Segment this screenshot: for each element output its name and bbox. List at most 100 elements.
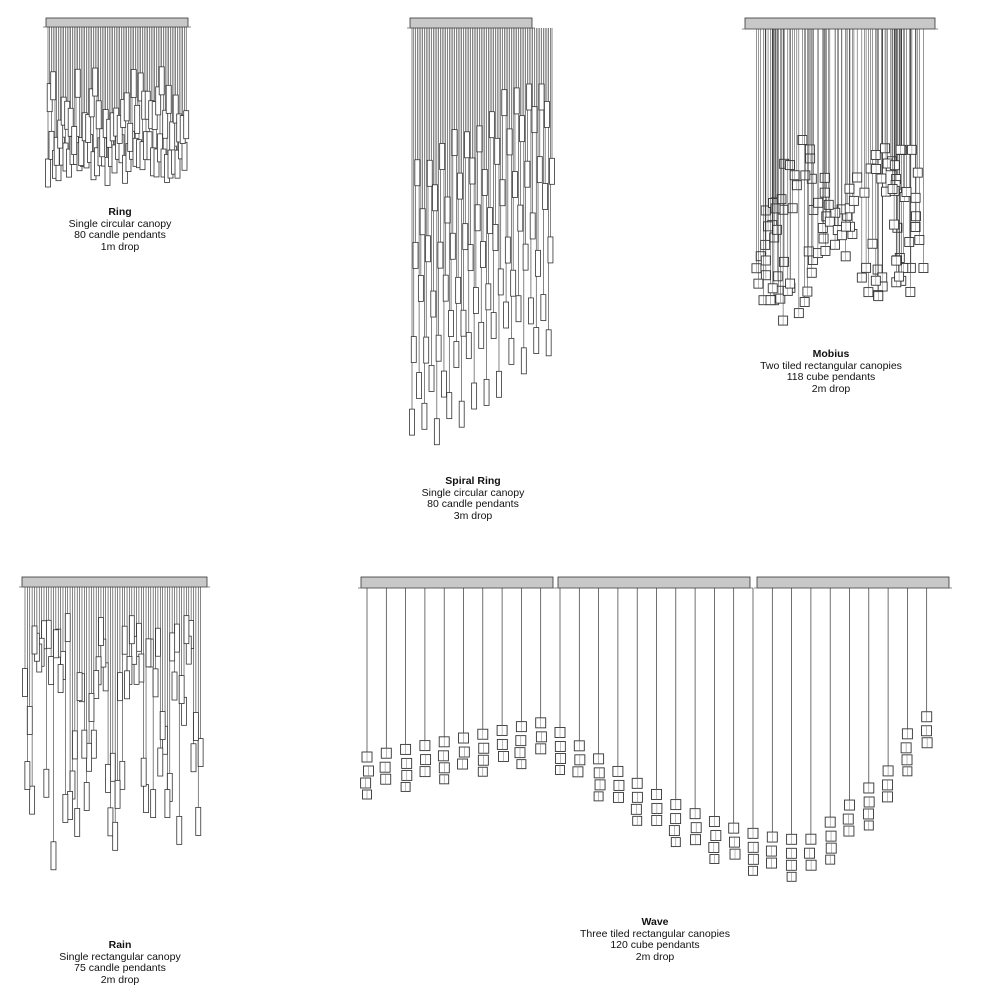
- candle-pendant: [469, 157, 476, 185]
- candle-pendant: [31, 625, 38, 655]
- ring-drawing: [43, 17, 191, 188]
- caption-canopy: Two tiled rectangular canopies: [760, 359, 902, 372]
- candle-pendant: [140, 757, 147, 787]
- candle-pendant: [510, 269, 517, 297]
- candle-pendant: [29, 785, 36, 815]
- candle-pendant: [439, 143, 446, 170]
- candle-pendant: [22, 668, 28, 697]
- candle-pendant: [472, 287, 479, 314]
- candle-pendant: [90, 729, 97, 759]
- candle-pendant: [138, 653, 145, 683]
- candle-pendant: [150, 789, 157, 819]
- caption-drop: 2m drop: [811, 382, 851, 395]
- candle-pendant: [457, 172, 463, 200]
- candle-pendant: [504, 236, 511, 264]
- candle-pendant: [152, 668, 159, 698]
- candle-pendant: [476, 125, 483, 153]
- caption-canopy: Single rectangular canopy: [59, 950, 181, 963]
- candle-pendant: [535, 249, 541, 277]
- candle-pendant: [85, 114, 92, 143]
- candle-pendant: [533, 327, 540, 354]
- caption-title: Rain: [108, 939, 132, 951]
- candle-pendant: [162, 109, 169, 139]
- candle-pendant: [494, 137, 501, 165]
- candle-pendant: [549, 157, 555, 185]
- candle-pendant: [425, 235, 431, 263]
- caption-spiral-ring: Spiral Ring Single circular canopy 80 ca…: [363, 475, 583, 522]
- candle-pendant: [487, 207, 494, 235]
- candle-pendant: [531, 106, 538, 134]
- canopy: [360, 576, 554, 589]
- caption-ring: Ring Single circular canopy 80 candle pe…: [10, 206, 230, 253]
- candle-pendant: [53, 136, 60, 166]
- candle-pendant: [433, 418, 440, 446]
- candle-pendant: [195, 807, 202, 836]
- candle-pendant: [497, 268, 504, 296]
- candle-pendant: [26, 706, 33, 735]
- candle-pendant: [449, 232, 456, 260]
- candle-pendant: [501, 89, 508, 117]
- candle-pendant: [153, 148, 160, 178]
- candle-pendant: [57, 119, 64, 149]
- candle-pendant: [50, 841, 57, 871]
- candle-pendant: [64, 613, 71, 643]
- candle-pendant: [119, 760, 126, 790]
- candle-pendant: [92, 67, 99, 97]
- candle-pendant: [490, 312, 497, 339]
- candle-pendant: [442, 274, 449, 302]
- candle-pendant: [134, 104, 141, 134]
- candle-pendant: [496, 370, 502, 398]
- candle-pendant: [437, 241, 444, 269]
- candle-pendant: [24, 761, 31, 790]
- candle-pendant: [183, 615, 190, 645]
- candle-pendant: [169, 121, 176, 151]
- candle-pendant: [155, 86, 162, 116]
- candle-pendant: [71, 126, 78, 155]
- candle-pendant: [417, 274, 424, 302]
- candle-pendant: [426, 159, 433, 187]
- candle-pendant: [435, 334, 442, 362]
- candle-pendant: [57, 664, 64, 693]
- candle-pendant: [519, 115, 525, 143]
- candle-pendant: [146, 131, 153, 161]
- candle-pendant: [171, 671, 178, 701]
- candle-pendant: [460, 309, 467, 337]
- candle-pendant: [155, 627, 161, 657]
- caption-canopy: Three tiled rectangular canopies: [579, 927, 730, 940]
- caption-drop: 3m drop: [453, 509, 493, 522]
- candle-pendant: [48, 656, 55, 685]
- candle-pendant: [143, 784, 149, 813]
- candle-pendant: [107, 807, 114, 837]
- candle-pendant: [458, 400, 465, 428]
- wave-drawing: [358, 576, 952, 882]
- candle-pendant: [465, 332, 472, 359]
- caption-rain: Rain Single rectangular canopy 75 candle…: [10, 939, 230, 986]
- candle-pendant: [169, 632, 176, 662]
- candle-pendant: [164, 789, 171, 818]
- candle-pendant: [517, 204, 524, 232]
- candle-pendant: [117, 672, 123, 702]
- candle-pendant: [181, 141, 188, 171]
- candle-pendant: [430, 290, 437, 318]
- canopy: [557, 576, 751, 589]
- candle-pendant: [128, 615, 135, 645]
- candle-pendant: [536, 156, 543, 184]
- candle-pendant: [455, 276, 462, 304]
- candle-pendant: [157, 133, 163, 163]
- caption-title: Ring: [108, 206, 132, 218]
- candle-pendant: [414, 159, 421, 187]
- candle-pendant: [127, 122, 134, 152]
- candle-pendant: [538, 83, 545, 111]
- candle-pendant: [428, 365, 435, 392]
- candle-pendant: [71, 730, 78, 760]
- candle-pendant: [522, 243, 529, 271]
- caption-pendants: 118 cube pendants: [786, 371, 876, 383]
- candle-pendant: [481, 169, 488, 196]
- candle-pendant: [174, 149, 181, 179]
- candle-pendant: [515, 295, 522, 323]
- candle-pendant: [45, 619, 52, 649]
- candle-pendant: [88, 88, 95, 118]
- candle-pendant: [192, 712, 199, 741]
